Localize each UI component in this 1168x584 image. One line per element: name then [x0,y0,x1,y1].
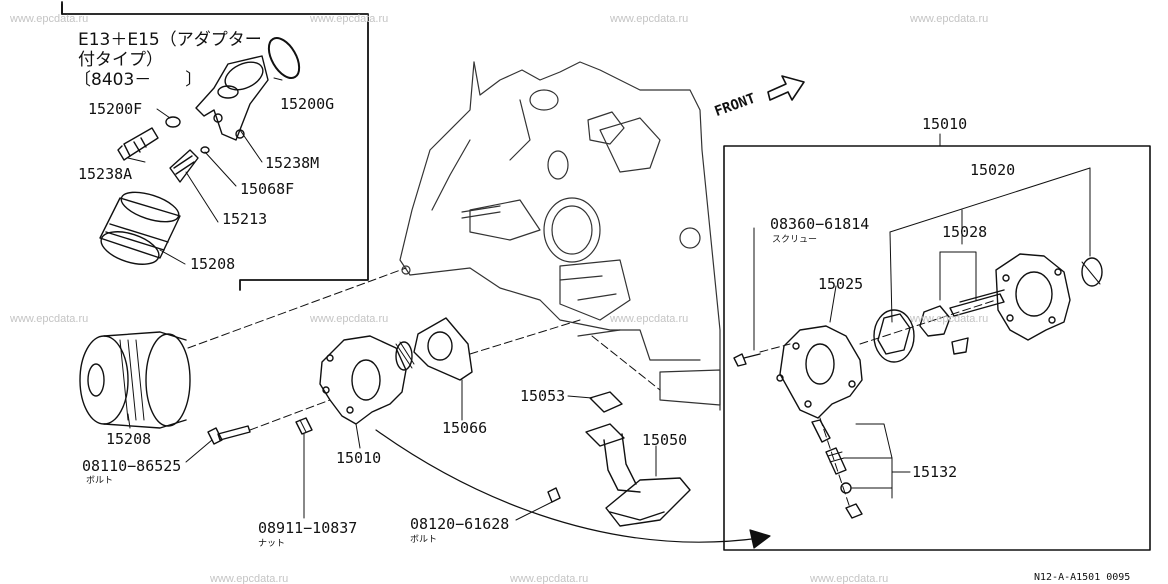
part-label-15200f[interactable]: 15200F [88,100,143,118]
detail-rotors [874,290,1004,362]
watermark: www.epcdata.ru [210,573,289,584]
main-gasket [414,318,472,380]
engine-block [400,62,720,410]
part-label-15050[interactable]: 15050 [642,431,688,449]
part-label-08110-86525[interactable]: 08110−86525 [82,457,182,475]
inset-title-line2: 付タイプ） [78,50,163,70]
part-label-15066[interactable]: 15066 [442,419,488,437]
part-label-15028[interactable]: 15028 [942,223,988,241]
watermark: www.epcdata.ru [910,313,989,325]
part-label-08911-10837[interactable]: 08911−10837 [258,519,358,537]
main-bolt-nut [208,418,312,444]
watermark: www.epcdata.ru [610,313,689,325]
detail-housing [996,254,1102,340]
detail-small-parts [734,354,862,518]
part-label-15025[interactable]: 15025 [818,275,864,293]
part-label-15010-detail[interactable]: 15010 [922,115,968,133]
main-leaders [128,380,656,520]
main-filter [80,332,190,428]
detail-pump-body [777,326,862,418]
watermark: www.epcdata.ru [610,13,689,25]
inset-filter-body [100,198,180,258]
part-label-15132[interactable]: 15132 [912,463,958,481]
part-label-15213[interactable]: 15213 [222,210,268,228]
part-label-15020[interactable]: 15020 [970,161,1016,179]
part-sublabel-screw: スクリュー [772,235,818,245]
detail-leaders [830,286,910,498]
inset-small-parts [97,128,198,271]
detail-drive-gear [1082,258,1102,286]
watermark: www.epcdata.ru [310,313,389,325]
part-label-15053[interactable]: 15053 [520,387,566,405]
guide-lines [188,268,660,430]
inset-title-line1: E13＋E15（アダプター [78,30,262,50]
watermark: www.epcdata.ru [310,13,389,25]
part-sublabel-nut: ナット [258,539,286,549]
part-label-15200g[interactable]: 15200G [280,95,335,113]
main-oil-pump [320,318,472,424]
part-label-08120-61628[interactable]: 08120−61628 [410,515,510,533]
part-sublabel-bolt-2: ボルト [410,535,438,545]
detail-guide-lines [760,300,996,508]
detail-box [724,134,1150,550]
part-label-15208-inset[interactable]: 15208 [190,255,236,273]
inset-oring [166,117,180,127]
part-sublabel-bolt: ボルト [86,476,114,486]
part-label-15238a[interactable]: 15238A [78,165,133,183]
watermark: www.epcdata.ru [810,573,889,584]
watermark: www.epcdata.ru [510,573,589,584]
part-label-08360-61814[interactable]: 08360−61814 [770,215,870,233]
inset-box [62,2,368,290]
watermark: www.epcdata.ru [10,313,89,325]
part-label-15010-main[interactable]: 15010 [336,449,382,467]
part-label-15238m[interactable]: 15238M [265,154,320,172]
inset-leaders [128,78,282,264]
detail-arrow [376,430,770,548]
main-strainer [548,392,690,526]
figure-reference: N12-A-A1501 0095 [1034,572,1131,583]
front-arrow [768,76,804,100]
watermark: www.epcdata.ru [910,13,989,25]
part-label-15068f[interactable]: 15068F [240,180,295,198]
inset-title-line3: 〔8403－ 〕 [74,70,203,90]
watermark: www.epcdata.ru [10,13,89,25]
inset-adapter [166,33,305,153]
part-label-15208[interactable]: 15208 [106,430,152,448]
